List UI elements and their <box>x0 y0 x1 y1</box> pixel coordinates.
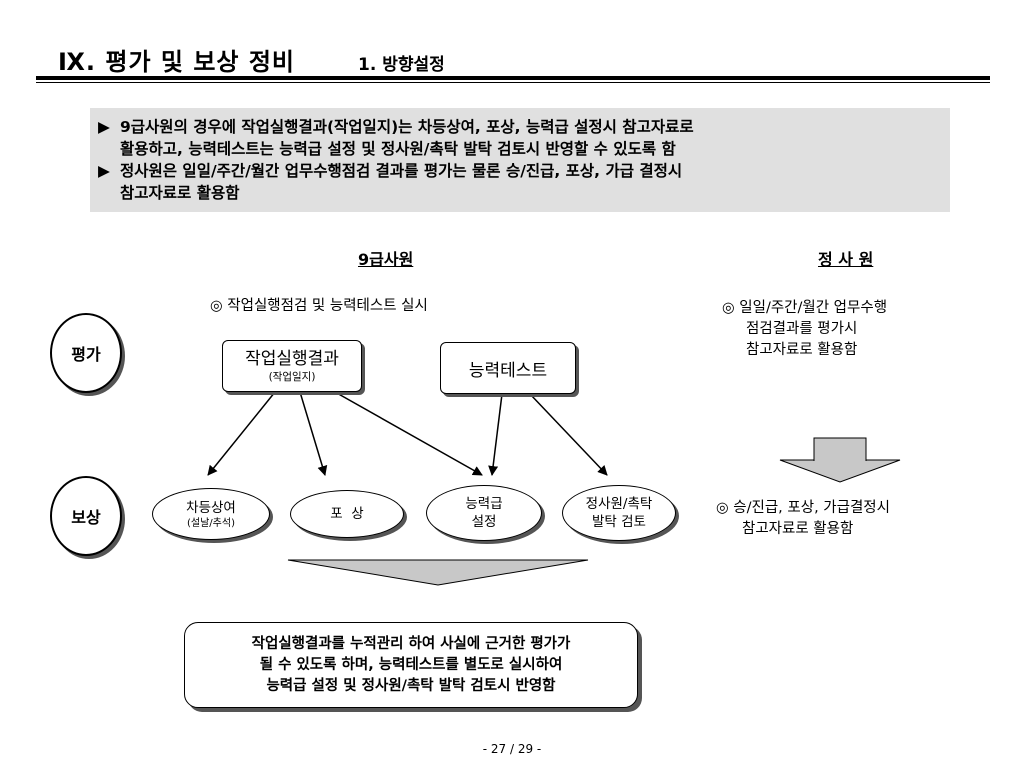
result-box: 작업실행결과를 누적관리 하여 사실에 근거한 평가가 될 수 있도록 하며, … <box>184 622 638 708</box>
reward-pay-line2: 설정 <box>471 514 497 530</box>
reward-pay: 능력급 설정 <box>426 485 542 541</box>
heading-regular: 정 사 원 <box>818 250 874 269</box>
summary-bullet-1-line1: 9급사원의 경우에 작업실행결과(작업일지)는 차등상여, 포상, 능력급 설정… <box>120 118 694 136</box>
box-ability-test-label: 능력테스트 <box>468 360 548 381</box>
reward-promotion: 정사원/촉탁 발탁 검토 <box>562 485 676 541</box>
reward-bonus-sub: (설날/추석) <box>187 517 235 529</box>
summary-bullet-2-line2: 참고자료로 활용함 <box>120 184 240 202</box>
box-work-result-sub: (작업일지) <box>268 371 316 383</box>
connector-result-to-pay <box>334 391 483 476</box>
eval-note-regular-line3: 참고자료로 활용함 <box>746 342 858 358</box>
reward-bonus: 차등상여 (설날/추석) <box>152 488 270 540</box>
box-ability-test: 능력테스트 <box>440 342 576 394</box>
result-line2: 될 수 있도록 하며, 능력테스트를 별도로 실시하여 <box>259 656 563 673</box>
reward-promo-line1: 정사원/촉탁 <box>585 496 653 512</box>
summary-bullet-2-line1: 정사원은 일일/주간/월간 업무수행점검 결과를 평가는 물론 승/진급, 포상… <box>120 162 683 180</box>
connector-result-to-award <box>299 391 328 476</box>
summary-bullet-2: ▶ 정사원은 일일/주간/월간 업무수행점검 결과를 평가는 물론 승/진급, 포… <box>98 160 682 204</box>
eval-note-regular-line2: 점검결과를 평가시 <box>746 321 858 337</box>
eval-note-regular: ◎ 일일/주간/월간 업무수행 점검결과를 평가시 참고자료로 활용함 <box>722 298 887 361</box>
down-arrow-center <box>287 559 589 586</box>
reward-pay-line1: 능력급 <box>465 496 503 512</box>
row-label-reward: 보상 <box>50 476 122 556</box>
summary-bullet-1-line2: 활용하고, 능력테스트는 능력급 설정 및 정사원/촉탁 발탁 검토시 반영할 … <box>120 140 676 158</box>
reward-note-regular: ◎ 승/진급, 포상, 가급결정시 참고자료로 활용함 <box>716 498 890 540</box>
eval-note-grade9: ◎ 작업실행점검 및 능력테스트 실시 <box>210 298 428 314</box>
reward-bonus-label: 차등상여 <box>186 499 236 516</box>
bullet-arrow-icon: ▶ <box>98 162 110 180</box>
down-arrow-right <box>779 459 901 483</box>
result-line3: 능력급 설정 및 정사원/촉탁 발탁 검토시 반영함 <box>266 677 556 694</box>
connector-test-to-pay <box>488 393 503 476</box>
reward-note-regular-line1: ◎ 승/진급, 포상, 가급결정시 <box>716 500 890 516</box>
reward-note-regular-line2: 참고자료로 활용함 <box>742 521 854 537</box>
page-subtitle: 1. 방향설정 <box>358 55 445 75</box>
eval-note-regular-line1: ◎ 일일/주간/월간 업무수행 <box>722 300 888 316</box>
connector-test-to-promo <box>529 393 608 476</box>
title-rule <box>36 76 990 80</box>
title-rule-thin <box>36 82 990 83</box>
row-label-evaluation: 평가 <box>50 313 122 393</box>
box-work-result: 작업실행결과 (작업일지) <box>222 340 362 392</box>
box-work-result-label: 작업실행결과 <box>245 349 339 369</box>
result-line1: 작업실행결과를 누적관리 하여 사실에 근거한 평가가 <box>251 635 571 652</box>
page-title: Ⅸ. 평가 및 보상 정비 <box>58 48 295 76</box>
reward-promo-line2: 발탁 검토 <box>592 514 646 530</box>
heading-grade9: 9급사원 <box>358 250 414 269</box>
down-arrow-right-stem <box>814 438 866 461</box>
connector-result-to-bonus <box>207 391 276 476</box>
summary-bullet-1: ▶ 9급사원의 경우에 작업실행결과(작업일지)는 차등상여, 포상, 능력급 설… <box>98 116 694 160</box>
reward-award: 포 상 <box>290 490 404 538</box>
reward-award-label: 포 상 <box>330 506 364 522</box>
page-number: - 27 / 29 - <box>482 742 542 756</box>
summary-box: ▶ 9급사원의 경우에 작업실행결과(작업일지)는 차등상여, 포상, 능력급 설… <box>90 108 950 212</box>
bullet-arrow-icon: ▶ <box>98 118 110 136</box>
